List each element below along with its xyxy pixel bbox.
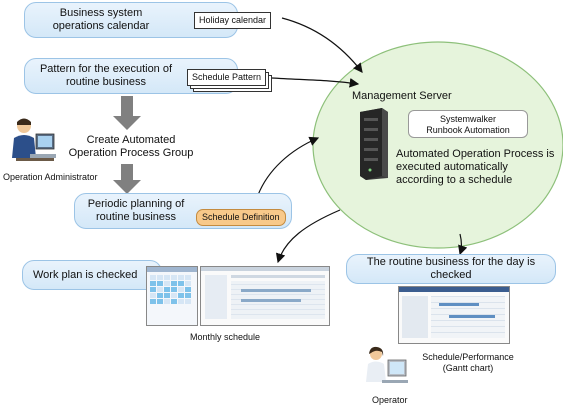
tag-schedule-pattern: Schedule Pattern — [187, 69, 267, 86]
arrow-pattern-to-server — [271, 77, 360, 88]
box-calendar: Business system operations calendar — [24, 2, 238, 38]
box-workplan-text: Work plan is checked — [33, 268, 138, 281]
product-box: Systemwalker Runbook Automation — [408, 110, 528, 138]
box-pattern-text: Pattern for the execution of routine bus… — [39, 63, 173, 88]
gray-arrow-1 — [113, 96, 141, 130]
gantt-screenshot — [398, 286, 510, 344]
server-title: Management Server — [352, 90, 452, 102]
arrow-server-to-routine — [458, 233, 468, 256]
server-icon — [356, 108, 390, 180]
operator-person-icon — [362, 344, 410, 392]
box-workplan: Work plan is checked — [22, 260, 162, 290]
tag-holiday-calendar: Holiday calendar — [194, 12, 272, 29]
admin-person-icon — [6, 116, 58, 170]
label-monthly: Monthly schedule — [190, 332, 261, 342]
box-routine: The routine business for the day is chec… — [346, 254, 556, 284]
management-server-area — [312, 41, 563, 249]
label-create-group: Create Automated Operation Process Group — [68, 134, 194, 159]
label-operator: Operator — [372, 395, 408, 405]
arrow-calendar-to-server — [281, 17, 363, 73]
arrow-server-to-workplan — [275, 209, 341, 264]
tag-schedule-definition: Schedule Definition — [196, 209, 286, 226]
label-gantt: Schedule/Performance (Gantt chart) — [422, 352, 514, 373]
calendar-screenshot — [146, 266, 198, 326]
label-admin: Operation Administrator — [3, 172, 98, 182]
box-calendar-text: Business system operations calendar — [52, 7, 150, 32]
box-pattern: Pattern for the execution of routine bus… — [24, 58, 238, 94]
product-line1: Systemwalker — [439, 114, 496, 124]
server-desc: Automated Operation Process is executed … — [396, 148, 555, 186]
box-planning-text: Periodic planning of routine business — [87, 198, 185, 223]
schedule-screenshot — [200, 266, 330, 326]
box-routine-text: The routine business for the day is chec… — [366, 256, 536, 281]
arrow-planning-to-server — [257, 136, 320, 196]
gray-arrow-2 — [113, 164, 141, 194]
product-line2: Runbook Automation — [426, 125, 510, 135]
